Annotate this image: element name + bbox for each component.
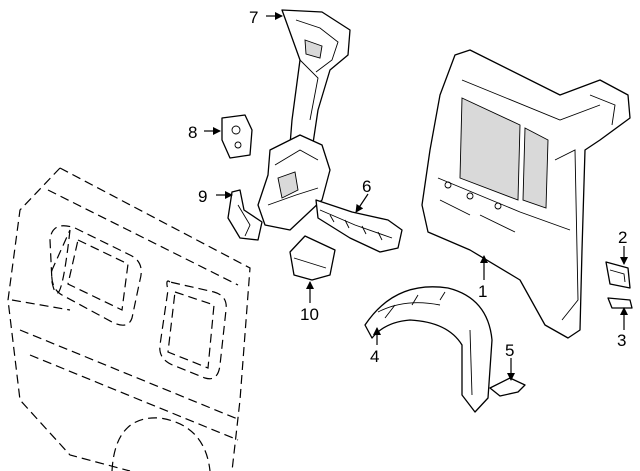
part-9-bracket <box>227 189 263 241</box>
callout-labels: 7 8 9 6 10 1 2 3 4 5 <box>188 8 627 366</box>
callout-4: 4 <box>370 347 379 366</box>
part-3-clip <box>607 297 633 309</box>
callout-9: 9 <box>198 187 207 206</box>
callout-10: 10 <box>300 305 319 324</box>
callout-3: 3 <box>617 331 626 350</box>
callout-7: 7 <box>249 8 258 27</box>
part-2-bracket <box>605 261 631 289</box>
part-8-bracket <box>221 114 253 159</box>
part-4-wheelhouse <box>364 286 493 413</box>
part-1-inner-panel <box>421 49 631 339</box>
part-6-rail <box>315 199 403 253</box>
part-5-bracket <box>489 377 526 397</box>
callout-5: 5 <box>505 341 514 360</box>
callout-1: 1 <box>478 282 487 301</box>
callout-2: 2 <box>618 228 627 247</box>
leader-lines <box>204 12 628 381</box>
callout-6: 6 <box>362 177 371 196</box>
callout-8: 8 <box>188 123 197 142</box>
part-10-block <box>289 235 336 281</box>
body-side-outline <box>7 167 251 471</box>
lower-pillar <box>257 134 331 231</box>
